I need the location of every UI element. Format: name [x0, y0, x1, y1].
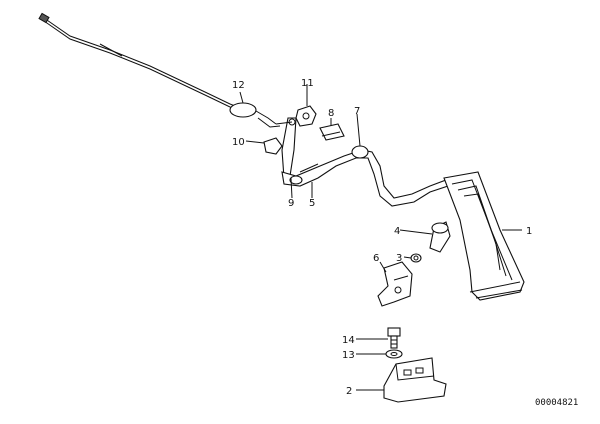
callout-6: 6 — [373, 253, 379, 264]
washer-part — [385, 349, 403, 359]
nut-part — [410, 253, 422, 263]
callout-9: 9 — [288, 198, 294, 209]
callout-7: 7 — [354, 106, 360, 117]
callout-10: 10 — [232, 137, 245, 148]
reference-number: 00004821 — [535, 398, 578, 408]
pedal-stop-part — [429, 221, 451, 253]
grommet-part — [263, 137, 283, 155]
clip-nut-part — [295, 105, 317, 127]
mounting-plate-part — [383, 357, 447, 403]
bracket-clip-part — [319, 123, 345, 141]
callout-11: 11 — [301, 78, 314, 89]
accelerator-pedal-part — [443, 171, 525, 301]
callout-1: 1 — [526, 226, 532, 237]
bracket-part — [377, 261, 413, 307]
callout-4: 4 — [394, 226, 400, 237]
callout-5: 5 — [309, 198, 315, 209]
callout-2: 2 — [346, 386, 352, 397]
pedal-rod-part — [281, 145, 449, 207]
leader-lines — [239, 84, 522, 391]
callout-8: 8 — [328, 108, 334, 119]
callout-3: 3 — [396, 253, 402, 264]
callout-14: 14 — [342, 335, 355, 346]
bolt-part — [387, 327, 401, 349]
callout-12: 12 — [232, 80, 245, 91]
callout-13: 13 — [342, 350, 355, 361]
throttle-cable — [38, 12, 281, 128]
